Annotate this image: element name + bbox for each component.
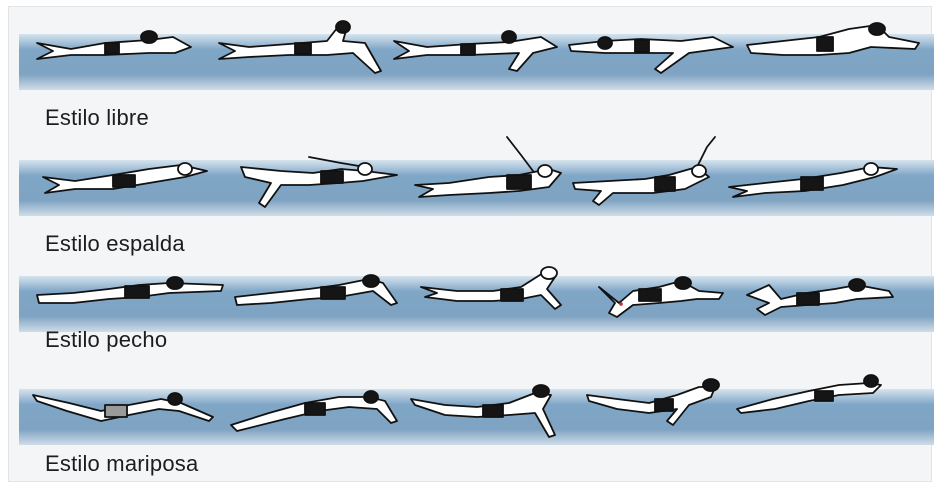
swimmer-mariposa-2 [231,391,397,431]
swimmer-pecho-5 [747,279,893,315]
label-estilo-mariposa: Estilo mariposa [45,451,198,477]
swimmer-libre-4 [569,37,733,73]
swimmer-espalda-2 [241,157,397,207]
stroke-diagram: Estilo libre Estilo espalda Estilo pecho… [8,6,932,482]
swimmer-espalda-3 [415,137,561,197]
swimmer-pecho-3 [421,267,561,309]
swimmer-mariposa-5 [737,375,881,413]
swimmer-pecho-4 [599,277,723,317]
label-estilo-libre: Estilo libre [45,105,149,131]
swimmer-pecho-2 [235,275,397,305]
label-estilo-espalda: Estilo espalda [45,231,185,257]
swimmer-libre-5 [747,23,919,55]
swimmer-espalda-5 [729,163,897,197]
swimmer-libre-1 [37,31,191,59]
swimmer-mariposa-3 [411,385,555,437]
swimmer-libre-3 [394,31,557,71]
label-estilo-pecho: Estilo pecho [45,327,167,353]
swimmer-mariposa-1 [33,393,213,421]
swimmer-pecho-1 [37,277,223,303]
swimmer-espalda-1 [43,163,207,193]
swimmer-libre-2 [219,21,381,73]
swimmer-espalda-4 [573,137,715,205]
swimmer-mariposa-4 [587,379,719,425]
